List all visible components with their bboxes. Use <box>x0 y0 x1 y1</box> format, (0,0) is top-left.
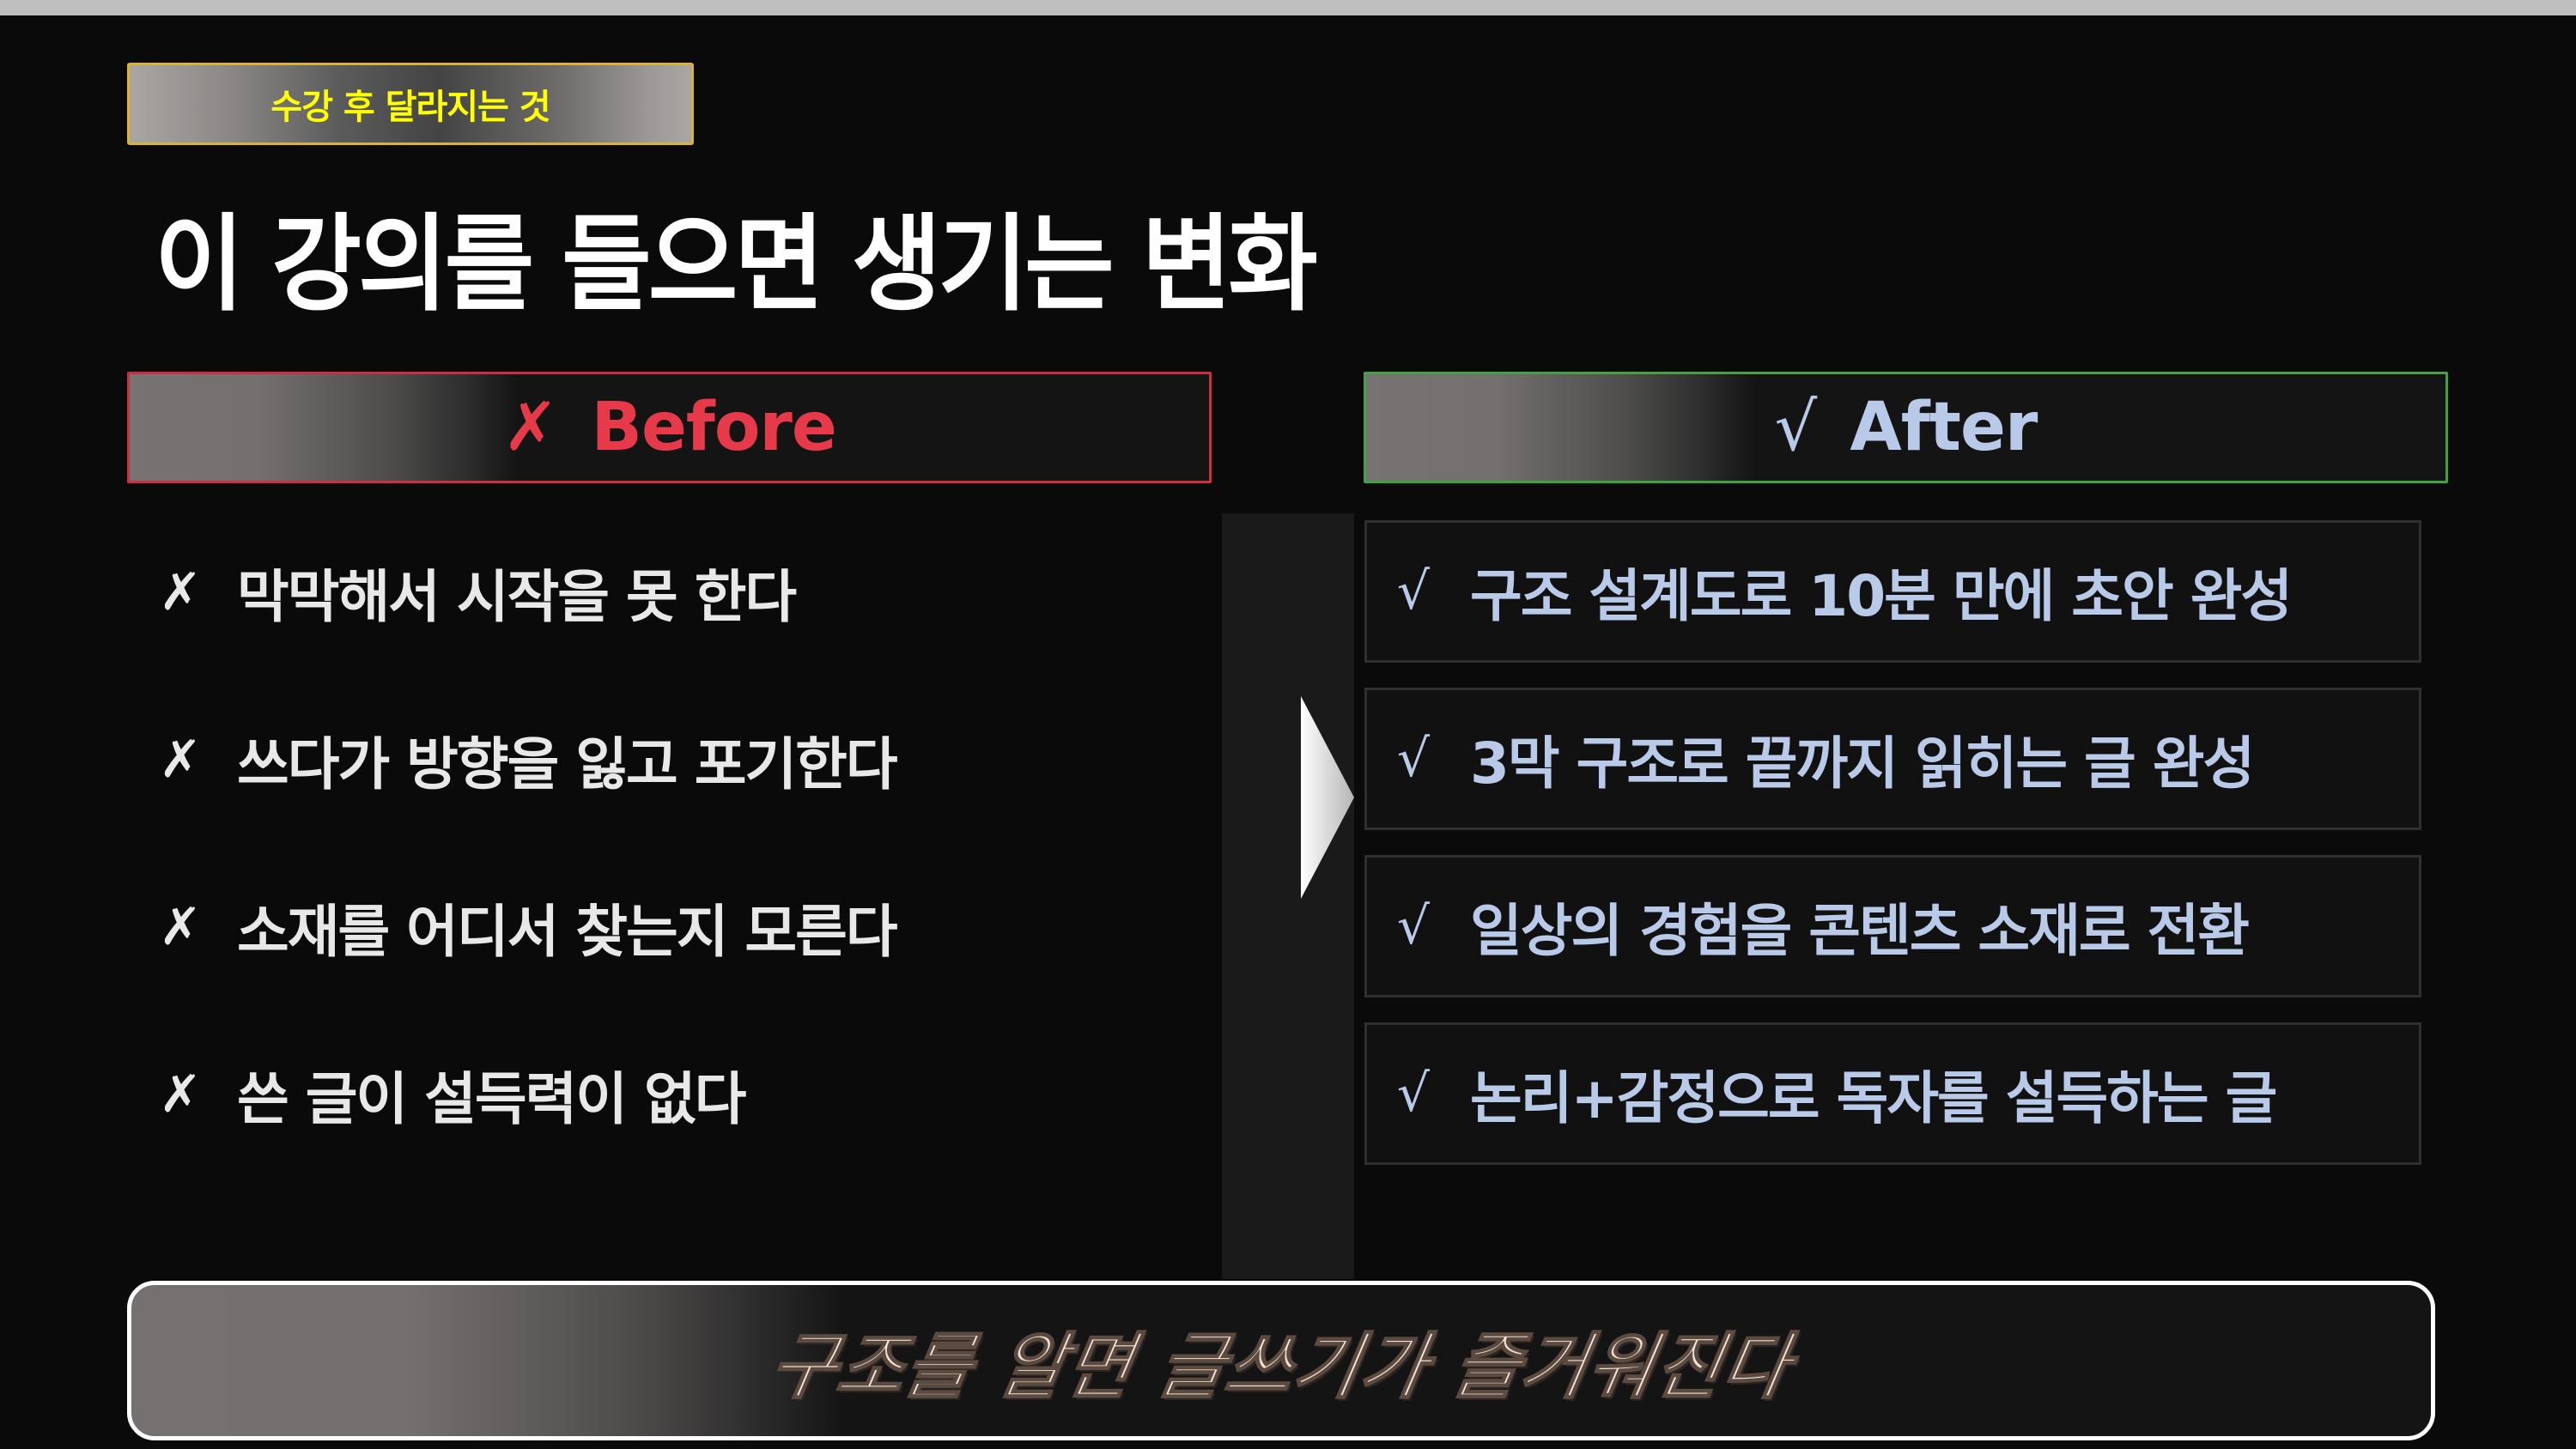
summary-banner-text: 구조를 알면 글쓰기가 즐거워진다 <box>762 1324 1798 1410</box>
before-item-text: 쓰다가 방향을 잃고 포기한다 <box>237 731 898 797</box>
before-item-text: 막막해서 시작을 못 한다 <box>237 564 797 630</box>
check-mark-icon: √ <box>1396 561 1431 621</box>
summary-banner: 구조를 알면 글쓰기가 즐거워진다 <box>127 1281 2435 1440</box>
after-item-text: 일상의 경험을 콘텐츠 소재로 전환 <box>1470 898 2250 964</box>
x-mark-icon: ✗ <box>158 897 203 957</box>
check-mark-icon: √ <box>1396 896 1431 956</box>
x-mark-icon: ✗ <box>158 562 203 622</box>
page-title: 이 강의를 들으면 생기는 변화 <box>155 203 1318 325</box>
before-item: ✗ 막막해서 시작을 못 한다 <box>155 532 797 652</box>
after-card: √ 3막 구조로 끝까지 읽히는 글 완성 <box>1364 688 2421 830</box>
before-header-label: Before <box>591 389 837 466</box>
before-item-text: 소재를 어디서 찾는지 모른다 <box>237 899 898 965</box>
transition-column <box>1222 513 1354 1279</box>
check-mark-icon: √ <box>1774 389 1818 466</box>
after-item-text: 논리+감정으로 독자를 설득하는 글 <box>1470 1065 2277 1131</box>
after-header: √ After <box>1364 372 2448 483</box>
x-mark-icon: ✗ <box>158 730 203 790</box>
after-item-text: 구조 설계도로 10분 만에 초안 완성 <box>1470 563 2293 629</box>
section-badge-label: 수강 후 달라지는 것 <box>270 88 550 127</box>
before-item: ✗ 쓰다가 방향을 잃고 포기한다 <box>155 700 898 820</box>
before-header: ✗ Before <box>127 372 1212 483</box>
after-header-label: After <box>1850 389 2038 466</box>
check-mark-icon: √ <box>1396 1064 1431 1124</box>
before-item: ✗ 소재를 어디서 찾는지 모른다 <box>155 867 898 987</box>
after-item-text: 3막 구조로 끝까지 읽히는 글 완성 <box>1470 731 2255 797</box>
after-card: √ 일상의 경험을 콘텐츠 소재로 전환 <box>1364 855 2421 997</box>
after-card: √ 논리+감정으로 독자를 설득하는 글 <box>1364 1022 2421 1165</box>
x-mark-icon: ✗ <box>158 1064 203 1125</box>
before-item-text: 쓴 글이 설득력이 없다 <box>237 1066 746 1132</box>
section-badge: 수강 후 달라지는 것 <box>127 63 694 145</box>
top-strip <box>0 0 2576 15</box>
before-item: ✗ 쓴 글이 설득력이 없다 <box>155 1034 747 1155</box>
check-mark-icon: √ <box>1396 729 1431 789</box>
after-card: √ 구조 설계도로 10분 만에 초안 완성 <box>1364 520 2421 663</box>
x-mark-icon: ✗ <box>502 389 559 466</box>
